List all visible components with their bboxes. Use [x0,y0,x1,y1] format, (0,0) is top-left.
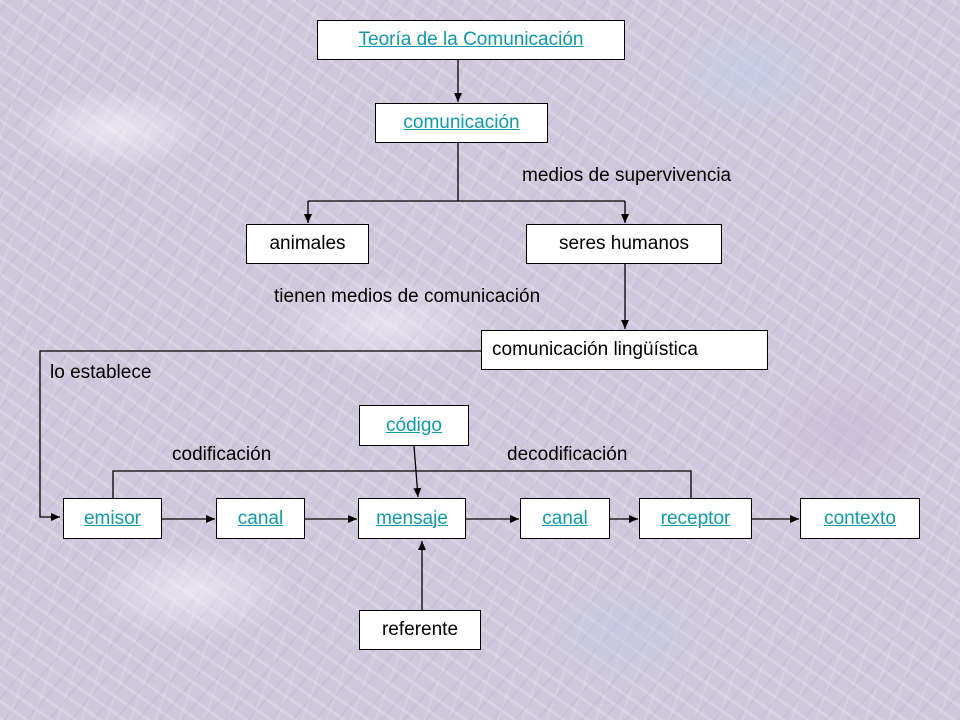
label-decodificacion: decodificación [507,444,628,465]
label-medios-de-supervivencia: medios de supervivencia [522,165,732,186]
node-animales: animales [246,224,369,264]
arrow-codigo-to-mensaje [413,445,422,498]
label-tienen-medios-de-comunicacion: tienen medios de comunicación [274,286,541,307]
animales-text: animales [269,233,346,254]
node-referente: referente [359,610,481,650]
link-canal-1[interactable]: canal [237,507,284,529]
link-canal-2[interactable]: canal [542,507,588,529]
line-codificacion-bracket [112,470,692,498]
label-lo-establece: lo establece [50,362,152,383]
node-contexto: contexto [800,498,920,539]
node-canal-2: canal [520,498,610,539]
referente-text: referente [381,619,459,640]
link-emisor[interactable]: emisor [83,507,141,529]
arrow-linguistica-to-emisor [39,350,481,521]
link-contexto[interactable]: contexto [824,507,896,529]
comunicacion-linguistica-text: comunicación lingüística [492,339,698,360]
node-emisor: emisor [63,498,162,539]
node-codigo: código [359,405,469,446]
seres-humanos-text: seres humanos [559,233,689,254]
node-receptor: receptor [639,498,752,539]
node-teoria: Teoría de la Comunicación [317,20,625,60]
link-comunicacion[interactable]: comunicación [403,112,520,133]
link-codigo[interactable]: código [386,414,442,436]
node-canal-1: canal [216,498,305,539]
link-teoria-de-la-comunicacion[interactable]: Teoría de la Comunicación [358,29,584,50]
node-comunicacion: comunicación [375,103,548,143]
node-mensaje: mensaje [358,498,466,539]
label-codificacion: codificación [172,444,272,465]
link-receptor[interactable]: receptor [660,507,731,529]
node-seres-humanos: seres humanos [526,224,722,264]
link-mensaje[interactable]: mensaje [376,507,448,529]
node-comunicacion-linguistica: comunicación lingüística [481,330,768,370]
